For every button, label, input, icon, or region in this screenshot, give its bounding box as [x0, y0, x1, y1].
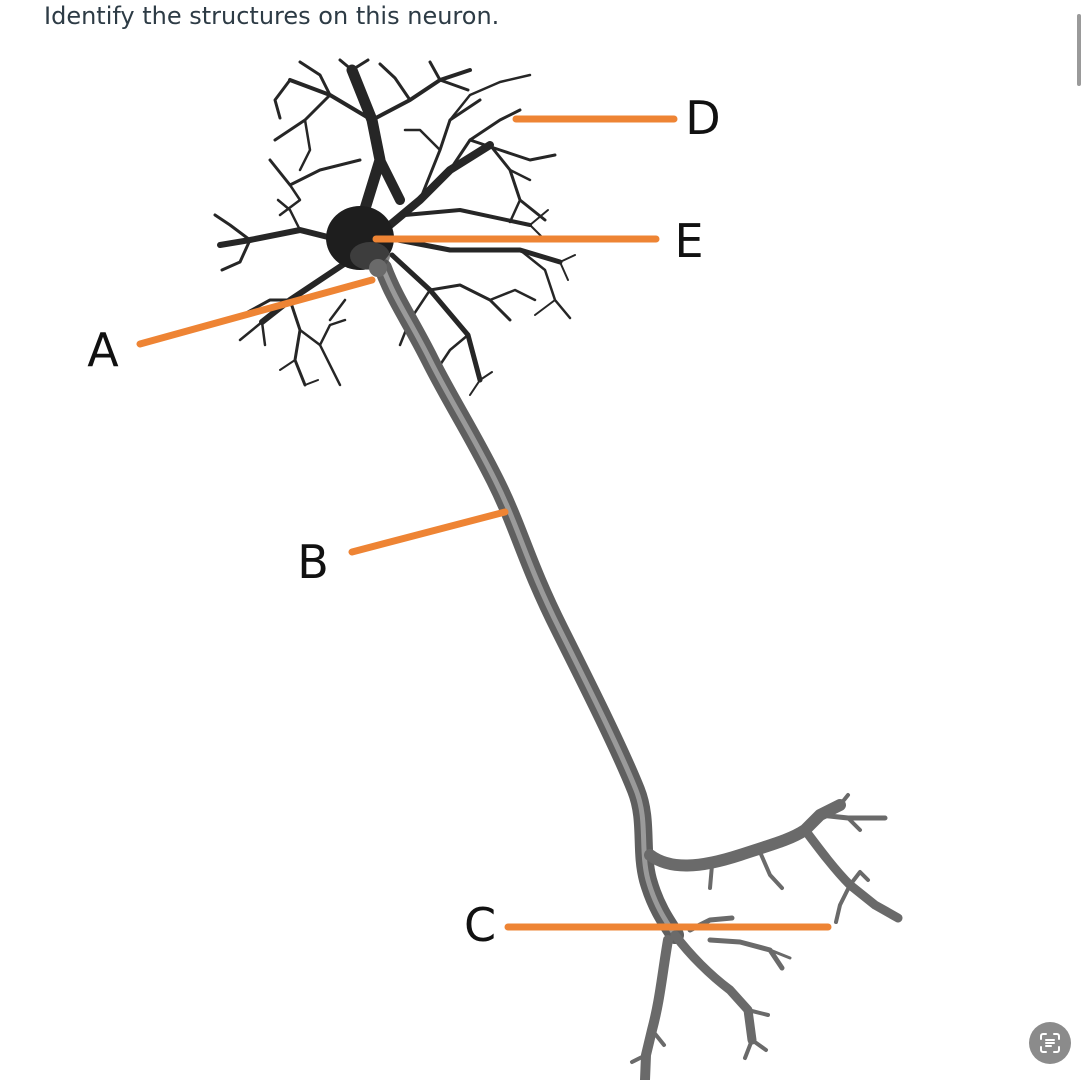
leader-line-b	[348, 508, 509, 556]
dendrites	[213, 58, 576, 396]
live-text-scan-icon	[1040, 1033, 1060, 1053]
label-e: E	[674, 214, 703, 268]
live-text-button[interactable]	[1029, 1022, 1071, 1064]
question-prompt: Identify the structures on this neuron.	[44, 2, 500, 30]
axon	[374, 259, 684, 944]
leader-lines	[136, 115, 832, 931]
axon-terminals	[630, 793, 903, 1080]
soma	[326, 206, 394, 277]
label-a: A	[87, 323, 119, 377]
label-b: B	[297, 535, 329, 589]
label-c: C	[464, 898, 496, 952]
label-d: D	[685, 91, 720, 145]
leader-line-a	[136, 276, 376, 348]
scrollbar[interactable]	[1077, 14, 1081, 86]
